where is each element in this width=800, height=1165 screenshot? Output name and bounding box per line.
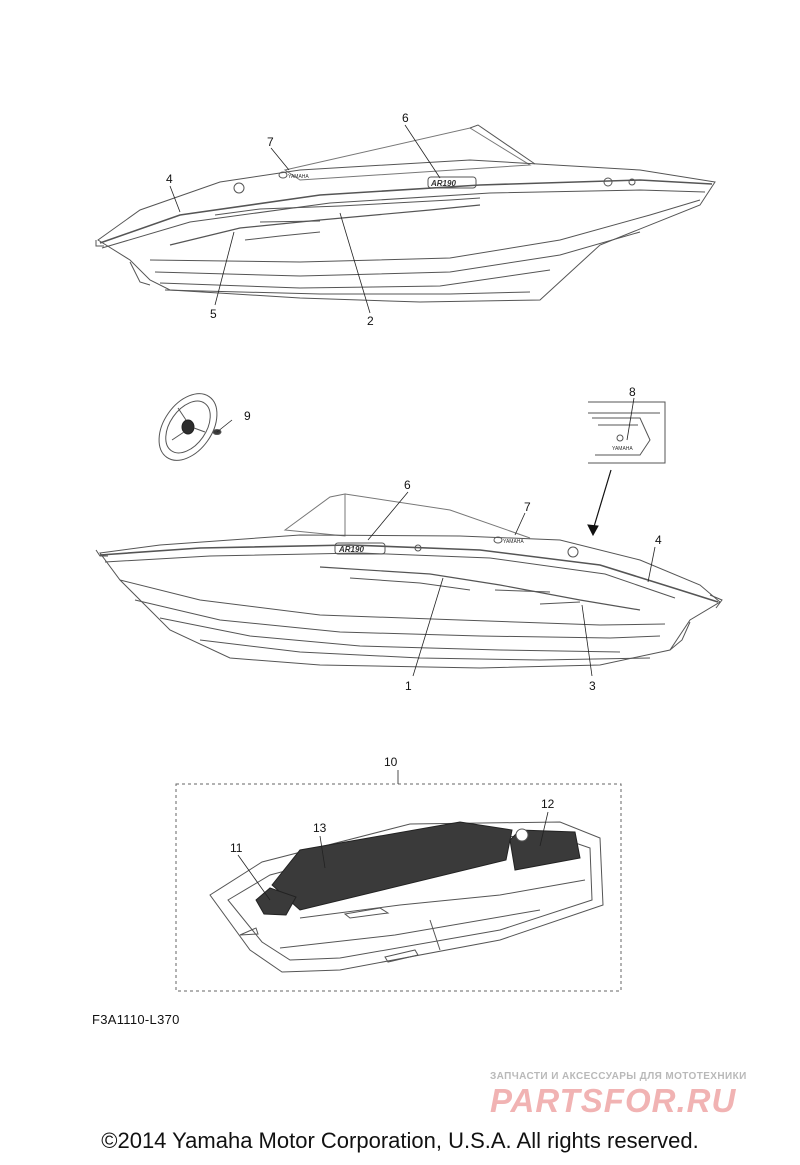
callout-2: 2 bbox=[367, 314, 374, 328]
ar190-decal-top: AR190 bbox=[430, 179, 456, 188]
steering-wheel bbox=[158, 393, 233, 461]
swim-platform-mat-group bbox=[175, 770, 622, 992]
callout-13: 13 bbox=[313, 821, 327, 835]
callout-7-middle: 7 bbox=[524, 500, 531, 514]
callout-6-top: 6 bbox=[402, 111, 409, 125]
callout-numbers: 4 7 6 5 2 9 8 6 7 4 1 3 10 12 13 11 bbox=[166, 111, 662, 855]
callout-11: 11 bbox=[230, 841, 243, 855]
watermark-tagline: ЗАПЧАСТИ И АКСЕССУАРЫ ДЛЯ МОТОТЕХНИКИ bbox=[490, 1071, 747, 1082]
callout-4-top: 4 bbox=[166, 172, 173, 186]
callout-12: 12 bbox=[541, 797, 555, 811]
leaders-middle bbox=[367, 491, 656, 677]
ar190-decal-middle: AR190 bbox=[338, 545, 364, 554]
yamaha-logo-inset: YAMAHA bbox=[612, 446, 633, 452]
callout-5: 5 bbox=[210, 307, 217, 321]
boat-top-view: AR190 YAMAHA bbox=[95, 124, 716, 303]
callout-8: 8 bbox=[629, 385, 636, 399]
callout-7-top: 7 bbox=[267, 135, 274, 149]
watermark-site-logo: PARTSFOR.RU bbox=[490, 1082, 737, 1119]
callout-6-middle: 6 bbox=[404, 478, 411, 492]
figure-code: F3A1110-L370 bbox=[92, 1012, 180, 1027]
yamaha-logo-top: YAMAHA bbox=[288, 174, 309, 180]
logo-detail-inset: YAMAHA bbox=[587, 397, 666, 537]
yamaha-logo-middle: YAMAHA bbox=[503, 539, 524, 545]
callout-1: 1 bbox=[405, 679, 412, 693]
boat-middle-view: AR190 YAMAHA bbox=[95, 493, 723, 669]
callout-10: 10 bbox=[384, 755, 398, 769]
callout-4-middle: 4 bbox=[655, 533, 662, 547]
callout-3: 3 bbox=[589, 679, 596, 693]
leaders-top bbox=[169, 124, 441, 314]
copyright-footer: ©2014 Yamaha Motor Corporation, U.S.A. A… bbox=[101, 1128, 699, 1153]
callout-9: 9 bbox=[244, 409, 251, 423]
